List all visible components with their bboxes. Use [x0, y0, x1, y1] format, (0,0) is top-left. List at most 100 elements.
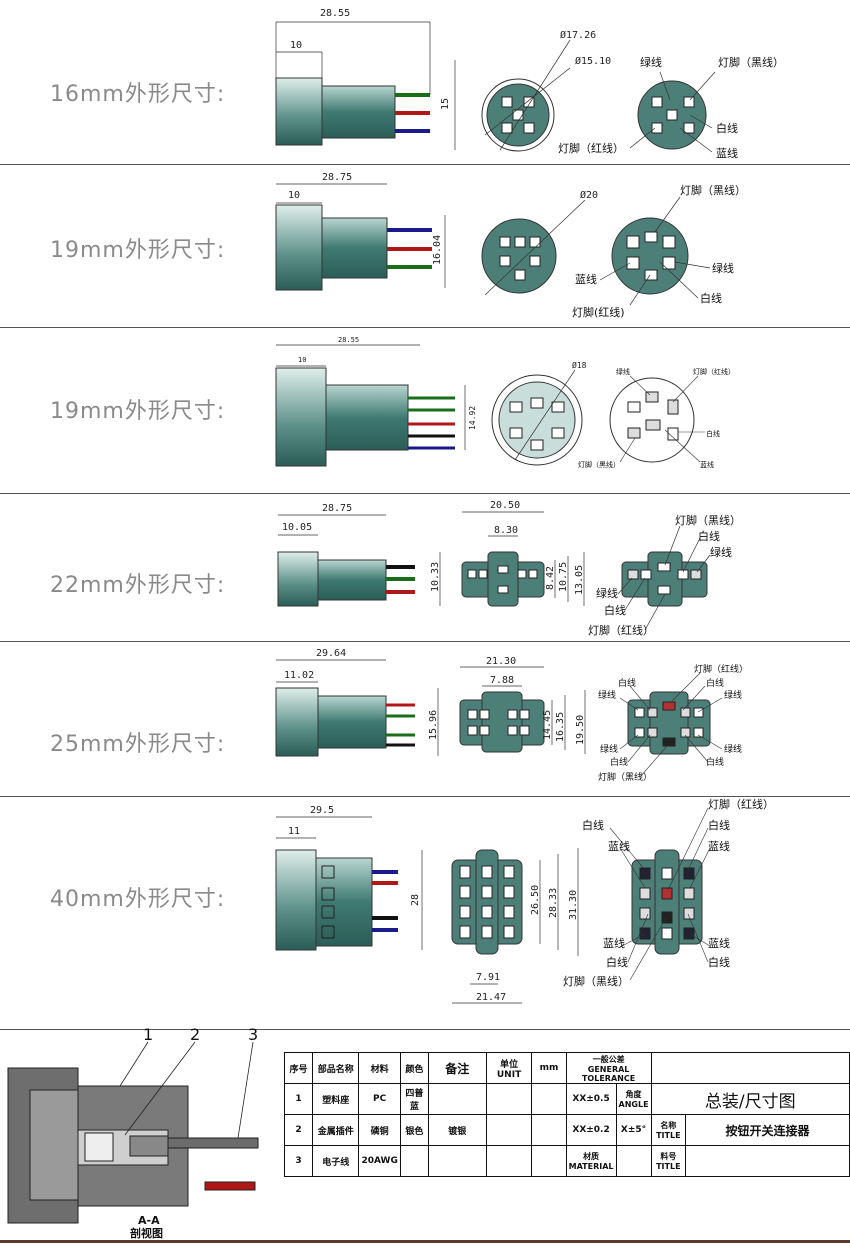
label-pin-red: 灯脚（红线） — [588, 623, 654, 637]
cell-material: PC — [358, 1083, 401, 1115]
cell-material: 磷铜 — [358, 1114, 401, 1146]
cell-note: 镀银 — [427, 1114, 487, 1146]
cell-part: 金属插件 — [311, 1114, 360, 1146]
dim-height: 14.92 — [468, 406, 477, 430]
label-white: 白线 — [604, 603, 626, 617]
dim-length: 29.5 — [310, 805, 334, 816]
dim-height: 10.33 — [430, 562, 441, 592]
label-green: 绿线 — [640, 55, 662, 69]
cell-material: 20AWG — [358, 1145, 401, 1177]
row-title-19mm-b: 19mm外形尺寸: — [50, 399, 226, 424]
label-green: 绿线 — [600, 743, 618, 755]
label-white: 白线 — [606, 955, 628, 969]
row-separator — [0, 164, 850, 165]
callout-3: 3 — [248, 1025, 258, 1044]
label-pin-black: 灯脚（黑线） — [578, 460, 620, 469]
title-block-row-3: 3 电子线 20AWG 材质 MATERIAL 料号 TITLE — [284, 1145, 850, 1177]
cell-code-header: 料号 TITLE — [650, 1145, 687, 1177]
label-blue: 蓝线 — [603, 936, 625, 950]
cell-note — [427, 1145, 487, 1177]
row-title-40mm: 40mm外形尺寸: — [50, 887, 226, 912]
label-white: 白线 — [610, 756, 628, 768]
dim-cap: 10 — [288, 190, 300, 201]
front-view-19mm-a: Ø20 — [481, 189, 598, 296]
back-view-25mm: 灯脚（红线） 白线 白线 绿线 绿线 绿线 绿线 白线 白线 灯脚（黑线） — [598, 663, 748, 783]
front-dim-h2: 10.75 — [558, 562, 569, 592]
dim-height: 15.96 — [428, 710, 439, 740]
row-separator — [0, 1029, 850, 1030]
back-view-19mm-a: 灯脚（黑线） 绿线 蓝线 白线 灯脚(红线) — [572, 183, 746, 319]
dim-height: 28 — [410, 894, 421, 906]
label-pin-red: 灯脚（红线） — [693, 367, 735, 376]
row-separator — [0, 493, 850, 494]
label-white: 白线 — [582, 818, 604, 832]
cell-empty — [485, 1145, 533, 1177]
drawing-title: 总装/尺寸图 — [650, 1083, 850, 1115]
cell-part: 电子线 — [311, 1145, 360, 1177]
label-green: 绿线 — [598, 689, 616, 701]
front-dim-a: Ø17.26 — [560, 29, 596, 41]
label-white: 白线 — [706, 429, 720, 438]
cell-angle: X±5° — [615, 1114, 652, 1146]
cell-unit: mm — [531, 1052, 567, 1084]
dim-cap: 10 — [290, 40, 302, 51]
dim-height: 16.04 — [432, 235, 443, 265]
back-view-19mm-b: 绿线 灯脚（红线） 白线 灯脚（黑线） 蓝线 — [578, 367, 735, 469]
cell-color — [399, 1145, 429, 1177]
label-pin-red: 灯脚（红线） — [694, 663, 748, 675]
section-view: 1 2 3 A-A 剖视图 — [7, 1025, 259, 1240]
cell-tolerance: XX±0.2 — [565, 1114, 617, 1146]
cell-header-no: 序号 — [284, 1052, 313, 1084]
front-dim-h1: 14.45 — [542, 710, 553, 740]
front-view-16mm: Ø17.26 Ø15.10 — [481, 29, 611, 152]
callout-2: 2 — [190, 1025, 200, 1044]
label-pin-red: 灯脚（红线） — [558, 141, 624, 155]
cell-header-material: 材料 — [358, 1052, 401, 1084]
side-view-25mm: 29.64 11.02 15.96 — [275, 648, 439, 757]
dim-length: 28.75 — [322, 503, 352, 514]
label-white: 白线 — [618, 677, 636, 689]
label-green: 绿线 — [724, 689, 742, 701]
label-white: 白线 — [700, 291, 722, 305]
label-pin-black: 灯脚（黑线） — [563, 974, 629, 988]
cell-color: 四普蓝 — [399, 1083, 429, 1115]
label-pin-red: 灯脚（红线） — [708, 797, 774, 811]
label-green: 绿线 — [616, 367, 630, 376]
label-blue: 蓝线 — [700, 460, 714, 469]
back-view-16mm: 绿线 灯脚（黑线） 白线 灯脚（红线） 蓝线 — [558, 55, 784, 160]
cell-tolerance: XX±0.5 — [565, 1083, 617, 1115]
dim-cap: 11.02 — [284, 670, 314, 681]
cell-header-note: 备注 — [427, 1052, 487, 1084]
front-dim-width: 20.50 — [490, 500, 520, 511]
bottom-border — [0, 1240, 850, 1243]
cell-empty — [531, 1083, 567, 1115]
back-view-40mm: 灯脚（红线） 白线 白线 蓝线 蓝线 蓝线 蓝线 白线 白线 灯脚（黑线） — [563, 797, 774, 988]
cell-code — [685, 1145, 850, 1177]
front-dim-h3: 31.30 — [568, 890, 579, 920]
front-dim-h1: 8.42 — [545, 566, 556, 590]
front-view-40mm: 26.50 28.33 31.30 7.91 21.47 — [451, 848, 579, 1004]
side-view-22mm: 28.75 10.05 10.33 — [277, 503, 441, 607]
cell-name-header: 名称 TITLE — [650, 1114, 687, 1146]
cell-empty — [531, 1114, 567, 1146]
front-dim-h3: 19.50 — [575, 715, 586, 745]
cell-header-tolerance: 一般公差 GENERAL TOLERANCE — [565, 1052, 652, 1084]
label-pin-black: 灯脚（黑线） — [675, 513, 741, 527]
row-title-16mm: 16mm外形尺寸: — [50, 82, 226, 107]
row-separator — [0, 796, 850, 797]
title-block-header-row: 序号 部品名称 材料 颜色 备注 单位 UNIT mm 一般公差 GENERAL… — [284, 1052, 850, 1084]
label-blue: 蓝线 — [608, 839, 630, 853]
label-pin-black: 灯脚（黑线） — [680, 183, 746, 197]
row-title-25mm: 25mm外形尺寸: — [50, 732, 226, 757]
section-caption: 剖视图 — [130, 1226, 163, 1240]
label-white: 白线 — [706, 677, 724, 689]
title-block-row-1: 1 塑料座 PC 四普蓝 XX±0.5 角度 ANGLE 总装/尺寸图 — [284, 1083, 850, 1115]
dim-cap: 10.05 — [282, 522, 312, 533]
dim-cap: 10 — [298, 356, 306, 364]
cell-empty — [531, 1145, 567, 1177]
label-pin-black: 灯脚（黑线） — [598, 771, 652, 783]
side-view-16mm: 28.55 10 15 — [275, 8, 456, 150]
cell-no: 1 — [284, 1083, 313, 1115]
front-view-22mm: 20.50 8.30 8.42 10.75 13.05 — [461, 500, 585, 607]
